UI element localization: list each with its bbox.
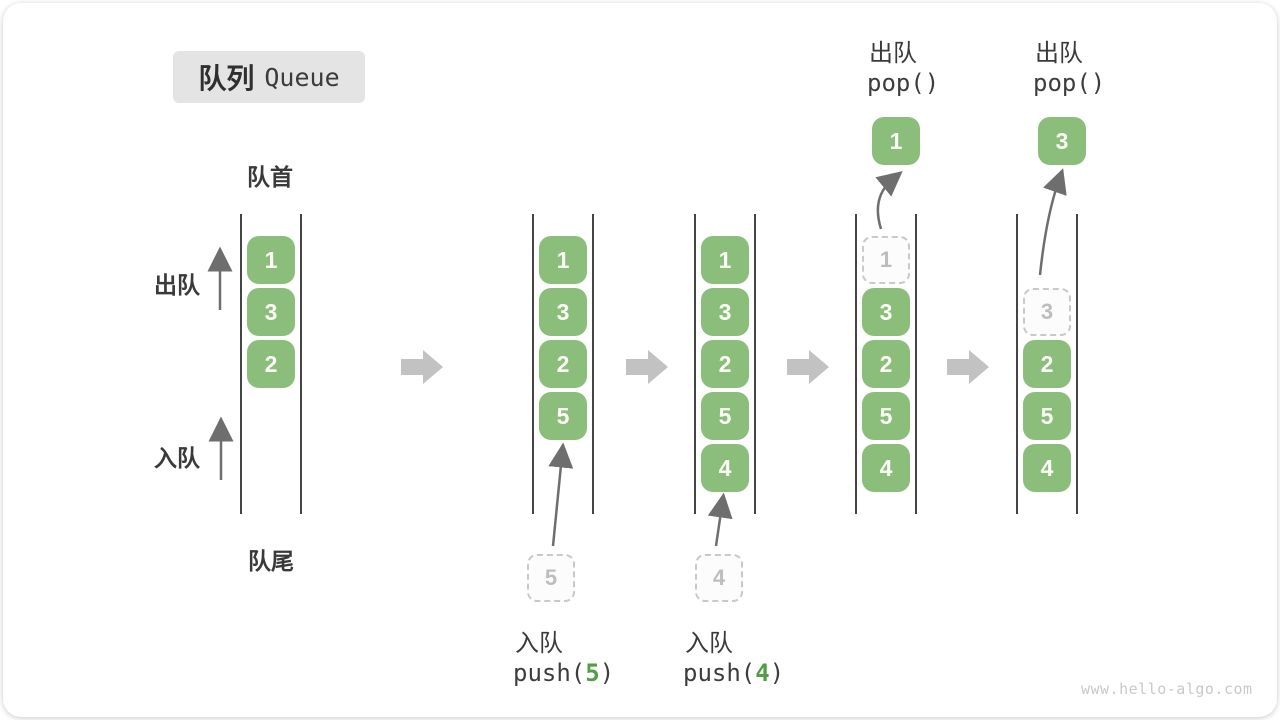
label-dequeue-side: 出队	[154, 272, 200, 298]
enqueue-code-label: push(4)	[683, 659, 784, 687]
queue-element: 2	[247, 340, 295, 388]
queue-rails-2	[532, 214, 594, 514]
queue-element: 2	[1023, 340, 1071, 388]
queue-element: 3	[247, 288, 295, 336]
queue-element: 1	[247, 236, 295, 284]
queue-element: 3	[539, 288, 587, 336]
code-pre: push(	[513, 659, 586, 687]
stage-flow-arrow-icon	[787, 350, 829, 384]
queue-element: 4	[701, 444, 749, 492]
enqueue-action-label: 入队	[515, 630, 563, 657]
popped-slot-ghost: 1	[862, 236, 910, 284]
incoming-value-ghost: 5	[527, 554, 575, 602]
queue-element: 5	[862, 392, 910, 440]
queue-element: 3	[701, 288, 749, 336]
dequeue-code-label: pop()	[1033, 69, 1106, 97]
popped-slot-ghost: 3	[1023, 288, 1071, 336]
queue-rails-5	[1016, 214, 1078, 514]
title-en: Queue	[264, 62, 340, 92]
queue-element: 2	[539, 340, 587, 388]
queue-element: 4	[862, 444, 910, 492]
stage-flow-arrow-icon	[947, 350, 989, 384]
queue-element: 3	[862, 288, 910, 336]
code-arg: 4	[755, 659, 770, 687]
queue-rails-4	[855, 214, 917, 514]
queue-rails-3	[694, 214, 756, 514]
queue-element: 4	[1023, 444, 1071, 492]
label-enqueue-side: 入队	[154, 445, 200, 471]
enqueue-action-label: 入队	[685, 630, 733, 657]
queue-element: 5	[539, 392, 587, 440]
watermark: www.hello-algo.com	[1081, 680, 1253, 698]
incoming-value-ghost: 4	[695, 554, 743, 602]
code-post: )	[769, 659, 785, 687]
queue-element: 2	[862, 340, 910, 388]
diagram-card: 队列 Queue 队首 队尾 出队 入队 1 3 2 1 3 2 5 1 3 2…	[3, 3, 1277, 717]
enqueue-code-label: push(5)	[513, 659, 614, 687]
queue-element: 1	[539, 236, 587, 284]
queue-element: 2	[701, 340, 749, 388]
title-zh: 队列	[198, 63, 255, 94]
label-queue-rear: 队尾	[248, 548, 294, 574]
queue-element: 5	[1023, 392, 1071, 440]
code-arg: 5	[585, 659, 600, 687]
popped-value-box: 1	[872, 117, 920, 165]
popped-value-box: 3	[1038, 117, 1086, 165]
label-queue-front: 队首	[247, 164, 293, 190]
stage-flow-arrow-icon	[626, 350, 668, 384]
dequeue-action-label: 出队	[1035, 40, 1083, 67]
code-post: )	[599, 659, 615, 687]
queue-element: 1	[701, 236, 749, 284]
dequeue-action-label: 出队	[869, 40, 917, 67]
queue-rails-1	[240, 214, 302, 514]
queue-element: 5	[701, 392, 749, 440]
dequeue-code-label: pop()	[867, 69, 940, 97]
code-pre: push(	[683, 659, 756, 687]
title-box: 队列 Queue	[173, 51, 365, 103]
stage-flow-arrow-icon	[401, 350, 443, 384]
